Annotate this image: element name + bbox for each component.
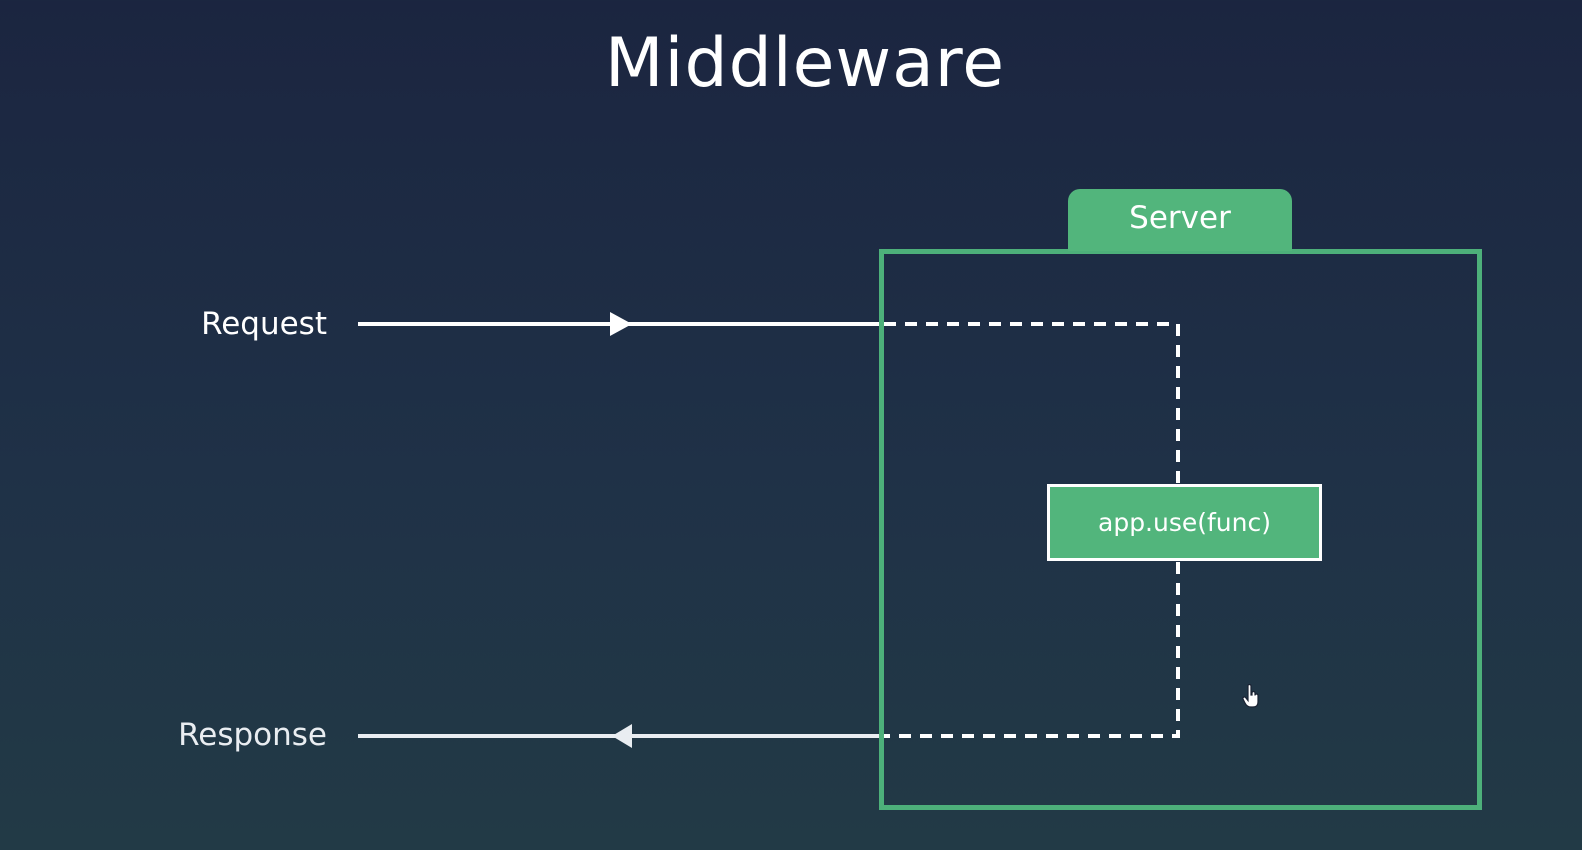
middleware-box: app.use(func) bbox=[1047, 484, 1322, 561]
request-dashed-path bbox=[884, 322, 1180, 484]
response-label: Response bbox=[178, 717, 327, 753]
response-dashed-path bbox=[884, 562, 1180, 738]
request-label: Request bbox=[201, 306, 327, 342]
page-title: Middleware bbox=[604, 24, 1006, 103]
server-tab: Server bbox=[1068, 189, 1292, 251]
hand-pointer-icon bbox=[1242, 683, 1260, 714]
server-box bbox=[879, 249, 1482, 810]
response-arrowhead bbox=[612, 724, 632, 748]
request-arrowhead bbox=[610, 312, 632, 336]
middleware-label: app.use(func) bbox=[1098, 508, 1271, 537]
server-label: Server bbox=[1129, 200, 1231, 236]
